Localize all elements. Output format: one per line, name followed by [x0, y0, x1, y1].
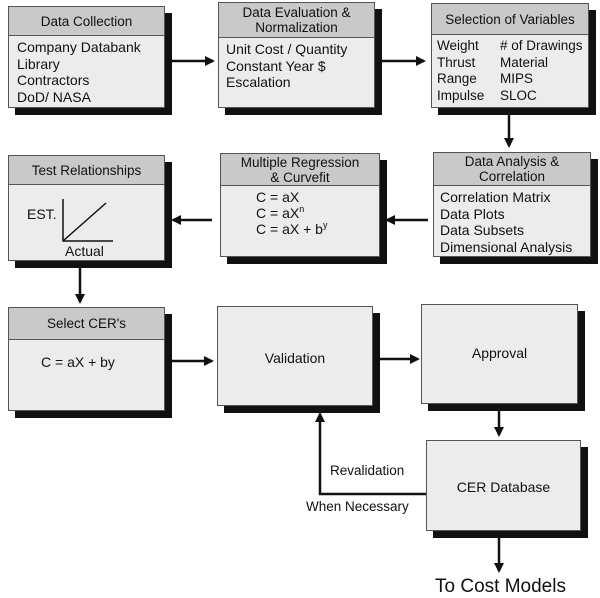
revalidation-label: Revalidation — [330, 463, 405, 478]
est-axis-label: EST. — [27, 206, 57, 222]
equation: C = aX — [256, 189, 300, 205]
data-collection-list: Company Databank Library Contractors DoD… — [9, 36, 164, 105]
title-line: Data Evaluation & — [242, 5, 351, 20]
to-cost-models-label: To Cost Models — [435, 576, 566, 597]
list-item: Constant Year $ — [226, 57, 326, 74]
data-evaluation-list: Unit Cost / Quantity Constant Year $ Esc… — [219, 38, 374, 91]
data-evaluation-box: Data Evaluation & Normalization Unit Cos… — [218, 2, 375, 108]
data-analysis-list: Correlation Matrix Data Plots Data Subse… — [434, 186, 590, 255]
list-item: Data Plots — [440, 205, 505, 222]
title-line: Normalization — [255, 20, 338, 35]
title-line: Correlation — [478, 169, 546, 184]
selection-title: Selection of Variables — [432, 4, 588, 35]
multiple-regression-box: Multiple Regression & Curvefit C = aX C … — [220, 153, 380, 257]
equation-base: C = aX + b — [256, 221, 323, 237]
mini-plot: EST. Actual — [9, 185, 164, 260]
equation: C = aXn — [256, 204, 379, 222]
when-necessary-label: When Necessary — [306, 499, 409, 514]
list-item: Library — [17, 55, 60, 72]
select-cers-title: Select CER's — [9, 308, 164, 340]
arrow-revalidation-loop — [315, 412, 428, 496]
title-line: Multiple Regression — [240, 154, 360, 170]
data-analysis-title: Data Analysis & Correlation — [434, 153, 590, 186]
equation-exponent: y — [322, 220, 328, 230]
variable: Thrust — [437, 54, 476, 70]
validation-label: Validation — [264, 350, 326, 366]
list-item: Escalation — [226, 74, 291, 90]
test-relationships-title: Test Relationships — [9, 156, 164, 185]
variable: Range — [437, 71, 477, 86]
actual-axis-label: Actual — [65, 243, 104, 259]
variable: # of Drawings — [500, 38, 583, 53]
list-item: Correlation Matrix — [440, 189, 551, 205]
variable: Weight — [437, 38, 479, 53]
list-item: Unit Cost / Quantity — [226, 41, 348, 57]
data-analysis-box: Data Analysis & Correlation Correlation … — [433, 152, 591, 257]
data-evaluation-title: Data Evaluation & Normalization — [219, 3, 374, 38]
data-collection-box: Data Collection Company Databank Library… — [8, 6, 165, 108]
approval-box: Approval — [421, 304, 578, 404]
approval-label: Approval — [471, 345, 528, 361]
variable: Impulse — [437, 87, 485, 103]
test-relationships-box: Test Relationships EST. Actual — [8, 155, 165, 261]
variables-grid: Weight # of Drawings Thrust Material Range… — [432, 35, 588, 104]
equation-exponent: n — [299, 204, 305, 214]
list-item: DoD/ NASA — [17, 88, 91, 105]
title-line: & Curvefit — [270, 169, 330, 185]
list-item: Data Subsets — [440, 222, 525, 238]
equation: C = aX + by — [256, 220, 379, 238]
variable: SLOC — [500, 87, 537, 103]
selection-of-variables-box: Selection of Variables Weight # of Drawin… — [431, 3, 589, 108]
title-line: Data Analysis & — [464, 154, 560, 169]
variable: Material — [500, 54, 549, 70]
cer-database-label: CER Database — [456, 479, 551, 495]
cer-database-box: CER Database — [426, 440, 581, 531]
validation-box: Validation — [217, 306, 373, 406]
select-cers-equation: C = aX + by — [41, 354, 115, 370]
data-collection-title: Data Collection — [9, 7, 164, 36]
list-item: Dimensional Analysis — [440, 238, 573, 255]
multiple-regression-title: Multiple Regression & Curvefit — [221, 154, 379, 186]
select-cers-box: Select CER's C = aX + by — [8, 307, 165, 411]
regression-equations: C = aX C = aXn C = aX + by — [221, 186, 379, 237]
correlation-graph-icon — [62, 199, 113, 242]
equation-base: C = aX — [256, 205, 300, 221]
list-item: Company Databank — [17, 39, 141, 55]
variable: MIPS — [500, 71, 534, 86]
list-item: Contractors — [17, 72, 90, 88]
